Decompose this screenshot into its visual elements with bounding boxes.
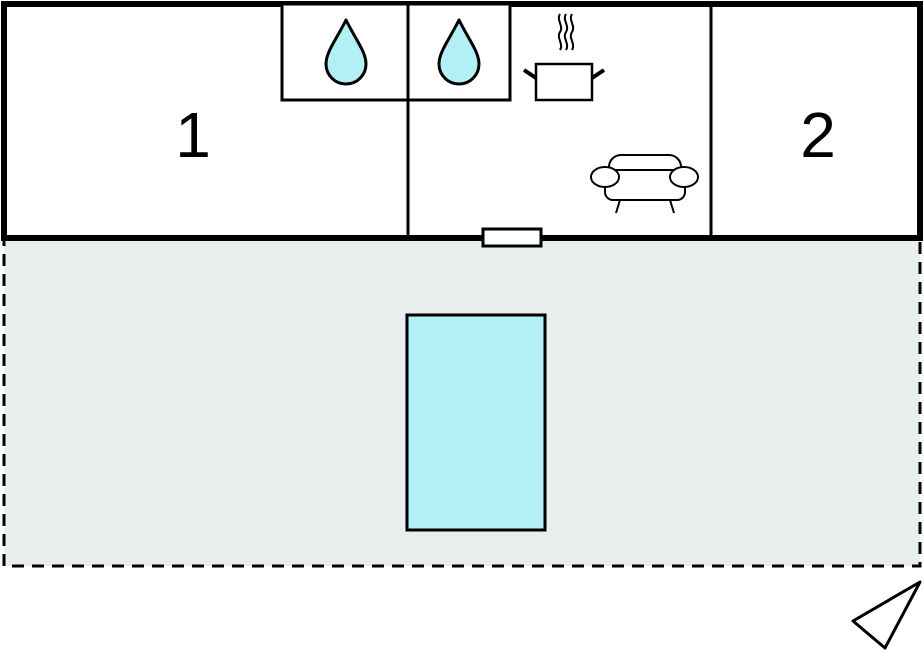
pool	[405, 313, 547, 532]
north-arrow-icon	[851, 580, 922, 650]
cooking-pot-icon	[522, 13, 606, 102]
water-drop-icon	[437, 18, 481, 86]
sofa-icon	[590, 154, 699, 214]
room-label-2: 2	[800, 99, 836, 171]
water-drop-icon	[324, 18, 368, 86]
room-label-1: 1	[175, 99, 211, 171]
terrace-door	[481, 227, 543, 248]
